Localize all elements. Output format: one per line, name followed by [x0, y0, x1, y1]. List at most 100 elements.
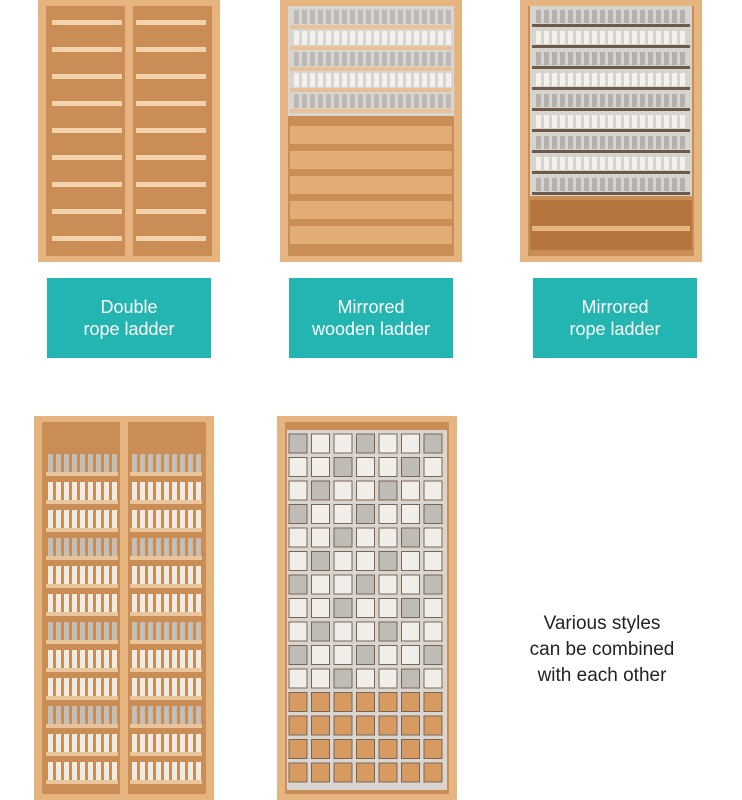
product-item	[196, 454, 201, 472]
product-item	[80, 538, 85, 556]
product-item	[648, 115, 653, 128]
product-item	[680, 73, 685, 86]
product-item	[196, 510, 201, 528]
grid-cell	[333, 527, 353, 548]
product-item	[576, 73, 581, 86]
product-item	[180, 650, 185, 668]
rope-shelf	[130, 584, 202, 588]
product-item	[438, 31, 443, 45]
product-item	[616, 73, 621, 86]
product-item	[96, 706, 101, 724]
grid-cell	[311, 715, 330, 736]
product-item	[358, 52, 363, 66]
rope-shelf	[46, 584, 118, 588]
product-item	[140, 510, 145, 528]
product-item	[48, 706, 53, 724]
product-item	[180, 622, 185, 640]
product-item	[446, 31, 451, 45]
product-item	[318, 94, 323, 108]
product-item	[438, 52, 443, 66]
product-item	[584, 115, 589, 128]
grid-cell	[423, 551, 443, 571]
product-item	[48, 734, 53, 752]
product-item	[88, 594, 93, 612]
rope-shelf	[46, 528, 118, 532]
mirrored-wooden-ladder-image	[280, 0, 462, 262]
shelf	[290, 88, 452, 92]
product-item	[156, 706, 161, 724]
grid-cell	[288, 551, 308, 571]
product-item	[552, 94, 557, 107]
product-item	[80, 734, 85, 752]
product-item	[430, 52, 435, 66]
product-item	[334, 52, 339, 66]
product-item	[164, 734, 169, 752]
grid-cell	[311, 433, 330, 454]
product-item	[600, 52, 605, 65]
product-item	[656, 10, 661, 23]
product-item	[196, 762, 201, 780]
grid-cell	[288, 433, 308, 454]
rope-shelf	[52, 182, 122, 187]
grid-cell	[401, 692, 420, 712]
rope-shelf	[46, 696, 118, 700]
grid-cell	[288, 645, 308, 665]
lower-panel	[530, 200, 692, 250]
product-item	[80, 510, 85, 528]
product-item	[422, 94, 427, 108]
shelf	[532, 226, 690, 231]
product-item	[56, 734, 61, 752]
product-item	[294, 52, 299, 66]
product-item	[148, 706, 153, 724]
product-item	[172, 482, 177, 500]
grid-cell	[401, 574, 420, 595]
product-item	[326, 73, 331, 87]
product-item	[648, 73, 653, 86]
product-item	[188, 678, 193, 696]
grid-cell	[311, 480, 330, 501]
grid-cell	[333, 668, 353, 689]
product-item	[576, 94, 581, 107]
product-item	[72, 706, 77, 724]
rope-shelf	[52, 209, 122, 214]
product-item	[88, 762, 93, 780]
product-item	[104, 762, 109, 780]
product-item	[536, 31, 541, 44]
rope-shelf	[52, 101, 122, 106]
product-item	[350, 31, 355, 45]
product-item	[552, 52, 557, 65]
grid-cell	[401, 762, 420, 783]
product-item	[48, 510, 53, 528]
combined-double-rope-cabinet-image	[34, 416, 214, 800]
product-item	[648, 157, 653, 170]
product-item	[560, 178, 565, 191]
product-item	[552, 31, 557, 44]
grid-cell	[356, 621, 375, 642]
product-item	[680, 178, 685, 191]
product-item	[196, 734, 201, 752]
grid-cell	[311, 621, 330, 642]
product-item	[156, 678, 161, 696]
grid-cell	[378, 457, 398, 477]
product-item	[156, 566, 161, 584]
product-item	[552, 178, 557, 191]
rope-shelf	[130, 724, 202, 728]
product-item	[104, 566, 109, 584]
product-item	[592, 52, 597, 65]
product-item	[64, 482, 69, 500]
product-item	[544, 178, 549, 191]
product-item	[96, 566, 101, 584]
product-item	[64, 538, 69, 556]
product-item	[640, 157, 645, 170]
grid-cell	[378, 551, 398, 571]
rope-shelf	[136, 236, 206, 241]
grid-cell	[311, 598, 330, 618]
product-item	[664, 178, 669, 191]
product-item	[326, 94, 331, 108]
rope-shelf	[130, 640, 202, 644]
grid-cell	[378, 621, 398, 642]
product-item	[632, 52, 637, 65]
grid-cell	[311, 668, 330, 689]
product-item	[188, 622, 193, 640]
product-item	[568, 73, 573, 86]
